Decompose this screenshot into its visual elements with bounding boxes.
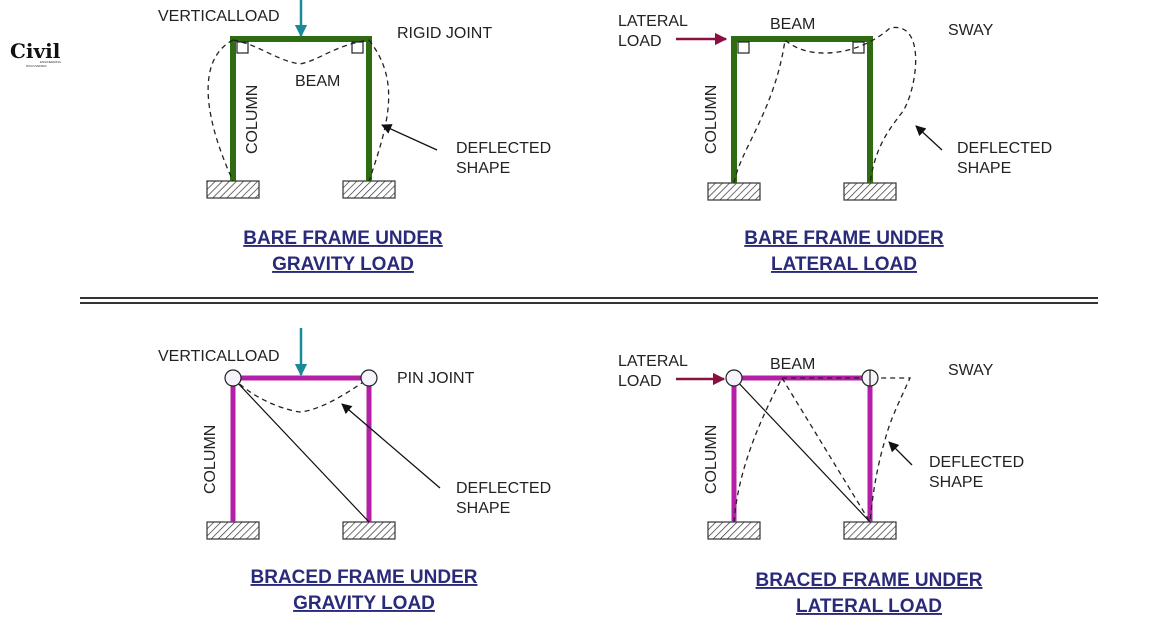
- joint-label: RIGID JOINT: [397, 25, 492, 42]
- diagonal-brace: [232, 377, 370, 523]
- logo-text: Civil: [10, 39, 61, 63]
- pin-joint-left: [224, 369, 242, 387]
- right-support: [843, 182, 897, 201]
- panel-title-line2: GRAVITY LOAD: [293, 593, 435, 614]
- sway-label: SWAY: [948, 22, 994, 39]
- diagonal-brace: [733, 377, 871, 523]
- deflected-shape: [733, 27, 917, 184]
- logo: Civil ENGINEERING DISCOVERIES: [10, 39, 62, 68]
- shape-label: SHAPE: [456, 160, 510, 177]
- rigid-joint-marker-left: [737, 41, 750, 54]
- panel-title-line1: BARE FRAME UNDER: [744, 228, 944, 249]
- column-label: COLUMN: [202, 425, 219, 494]
- shape-label: SHAPE: [456, 500, 510, 517]
- beam-label: BEAM: [770, 16, 815, 33]
- pin-joint-left: [725, 369, 743, 387]
- beam-label: BEAM: [295, 73, 340, 90]
- panel-braced-frame-lateral: LATERAL LOAD BEAM SWAY COLUMN DEFLECTED …: [618, 353, 1024, 617]
- panel-title-line2: LATERAL LOAD: [771, 254, 917, 275]
- column-label: COLUMN: [244, 85, 261, 154]
- joint-label: PIN JOINT: [397, 370, 475, 387]
- column-label: COLUMN: [703, 85, 720, 154]
- left-support: [707, 521, 761, 540]
- panel-bare-frame-lateral: LATERAL LOAD BEAM SWAY COLUMN DEFLECTED …: [618, 13, 1052, 275]
- right-support: [342, 521, 396, 540]
- panel-title-line1: BARE FRAME UNDER: [243, 228, 443, 249]
- left-support: [206, 521, 260, 540]
- deflected-label: DEFLECTED: [929, 454, 1024, 471]
- left-support: [206, 180, 260, 199]
- logo-subtitle-2: DISCOVERIES: [26, 64, 47, 68]
- pin-joint-right: [360, 369, 378, 387]
- load-label: VERTICALLOAD: [158, 348, 280, 365]
- load-label: VERTICALLOAD: [158, 8, 280, 25]
- deflected-label: DEFLECTED: [456, 480, 551, 497]
- load-label-line1: LATERAL: [618, 353, 688, 370]
- sway-label: SWAY: [948, 362, 994, 379]
- shape-label: SHAPE: [929, 474, 983, 491]
- deflection-pointer-arrow: [381, 124, 438, 151]
- load-label-line1: LATERAL: [618, 13, 688, 30]
- panel-title-line2: LATERAL LOAD: [796, 596, 942, 617]
- load-label-line2: LOAD: [618, 373, 662, 390]
- panel-braced-frame-gravity: VERTICALLOAD PIN JOINT COLUMN DEFLECTED …: [158, 328, 551, 614]
- deflection-pointer-arrow: [915, 125, 943, 151]
- deflected-shape: [733, 377, 912, 523]
- panel-bare-frame-gravity: VERTICALLOAD RIGID JOINT BEAM COLUMN DEF…: [158, 0, 551, 275]
- right-support: [843, 521, 897, 540]
- column-label: COLUMN: [703, 425, 720, 494]
- shape-label: SHAPE: [957, 160, 1011, 177]
- deflected-shape: [207, 39, 390, 182]
- rigid-joint-marker-right: [351, 41, 364, 54]
- panel-title-line2: GRAVITY LOAD: [272, 254, 414, 275]
- section-divider: [80, 297, 1098, 304]
- deflected-label: DEFLECTED: [957, 140, 1052, 157]
- deflected-brace: [781, 377, 871, 523]
- panel-title-line1: BRACED FRAME UNDER: [251, 567, 478, 588]
- deflected-shape: [232, 377, 370, 413]
- beam-label: BEAM: [770, 356, 815, 373]
- panel-title-line1: BRACED FRAME UNDER: [756, 570, 983, 591]
- deflected-label: DEFLECTED: [456, 140, 551, 157]
- deflection-pointer-arrow: [341, 403, 441, 489]
- load-label-line2: LOAD: [618, 33, 662, 50]
- rigid-joint-marker-right: [852, 41, 865, 54]
- right-support: [342, 180, 396, 199]
- deflection-pointer-arrow: [888, 441, 913, 466]
- left-support: [707, 182, 761, 201]
- logo-subtitle-1: ENGINEERING: [40, 60, 62, 64]
